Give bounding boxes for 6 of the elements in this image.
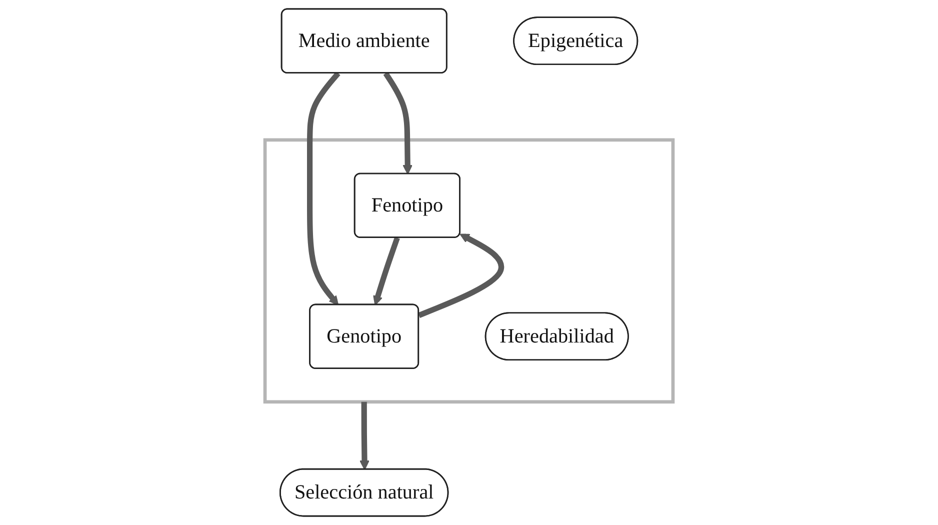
arrow [373, 236, 400, 306]
arrow [418, 234, 504, 318]
cluster [263, 138, 675, 404]
arrow [360, 402, 370, 470]
arrow [307, 72, 340, 306]
arrow [383, 72, 413, 175]
